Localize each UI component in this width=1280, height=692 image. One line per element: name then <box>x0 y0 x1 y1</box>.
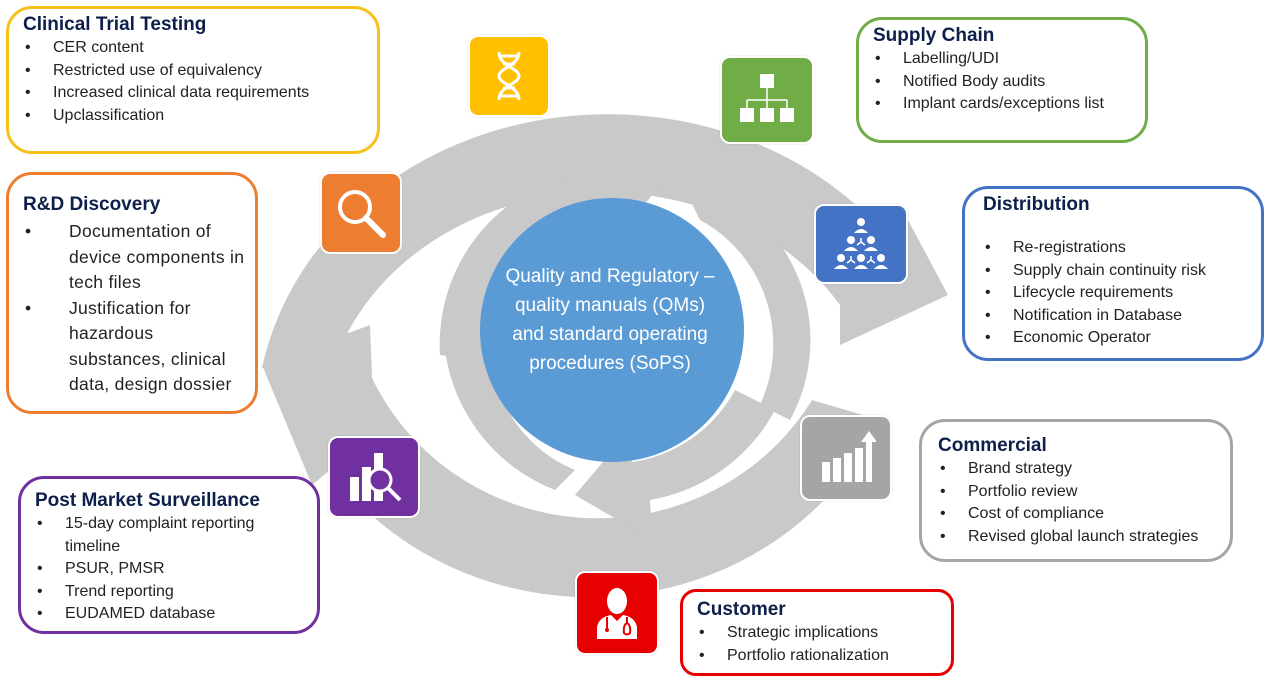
list-item: EUDAMED database <box>35 603 307 626</box>
list-item: Brand strategy <box>938 458 1220 481</box>
supply-chain-icon-tile <box>720 56 814 144</box>
list-item: Revised global launch strategies <box>938 526 1220 549</box>
commercial-box: Commercial Brand strategy Portfolio revi… <box>919 419 1233 562</box>
inner-cycle-arrows <box>439 125 811 540</box>
post-market-surveillance-list: 15-day complaint reporting timeline PSUR… <box>35 513 307 626</box>
supply-chain-list: Labelling/UDI Notified Body audits Impla… <box>873 48 1135 116</box>
commercial-list: Brand strategy Portfolio review Cost of … <box>938 458 1220 548</box>
list-item: Labelling/UDI <box>873 48 1135 71</box>
list-item: PSUR, PMSR <box>35 558 307 581</box>
list-item: Increased clinical data requirements <box>23 82 367 105</box>
list-item: Cost of compliance <box>938 503 1220 526</box>
rnd-discovery-title: R&D Discovery <box>23 194 161 215</box>
list-item: CER content <box>23 37 367 60</box>
post-market-surveillance-title: Post Market Surveillance <box>35 490 260 511</box>
list-item: Restricted use of equivalency <box>23 60 367 83</box>
commercial-icon-tile <box>800 415 892 501</box>
outer-arrow-top <box>262 114 948 370</box>
growth-chart-icon <box>822 431 876 482</box>
list-item: Documentation of device components in te… <box>23 219 245 296</box>
list-item: Portfolio review <box>938 481 1220 504</box>
org-chart-icon <box>740 74 794 122</box>
list-item: Implant cards/exceptions list <box>873 93 1135 116</box>
commercial-title: Commercial <box>938 435 1047 456</box>
people-network-icon <box>834 218 888 269</box>
list-item: Upclassification <box>23 105 367 128</box>
list-item: Lifecycle requirements <box>983 282 1251 305</box>
distribution-title: Distribution <box>983 194 1090 215</box>
distribution-list: Re-registrations Supply chain continuity… <box>983 237 1251 350</box>
center-label: Quality and Regulatory – quality manuals… <box>505 266 715 374</box>
list-item: Re-registrations <box>983 237 1251 260</box>
list-item: Notification in Database <box>983 305 1251 328</box>
supply-chain-title: Supply Chain <box>873 25 995 46</box>
list-item: Portfolio rationalization <box>697 645 941 668</box>
list-item: Notified Body audits <box>873 71 1135 94</box>
outer-arrow-bottom <box>262 325 880 598</box>
inner-arrow-right <box>690 190 811 420</box>
customer-icon-tile <box>575 571 659 655</box>
list-item: Economic Operator <box>983 327 1251 350</box>
clinical-trial-testing-title: Clinical Trial Testing <box>23 14 207 35</box>
customer-title: Customer <box>697 599 786 620</box>
list-item: Strategic implications <box>697 622 941 645</box>
list-item: Supply chain continuity risk <box>983 260 1251 283</box>
customer-list: Strategic implications Portfolio rationa… <box>697 622 941 667</box>
clinical-trial-testing-list: CER content Restricted use of equivalenc… <box>23 37 367 127</box>
doctor-icon <box>597 588 637 639</box>
clinical-trial-testing-box: Clinical Trial Testing CER content Restr… <box>6 6 380 154</box>
distribution-icon-tile <box>814 204 908 284</box>
pms-icon-tile <box>328 436 420 518</box>
rnd-discovery-list: Documentation of device components in te… <box>23 219 245 398</box>
center-circle <box>480 198 744 462</box>
rnd-discovery-box: R&D Discovery Documentation of device co… <box>6 172 258 414</box>
dna-icon <box>497 51 521 101</box>
outer-cycle-arrows <box>262 114 948 598</box>
chart-search-icon <box>350 453 402 502</box>
inner-arrow-left <box>445 350 575 490</box>
post-market-surveillance-box: Post Market Surveillance 15-day complain… <box>18 476 320 634</box>
inner-arrow-bottom <box>575 390 775 540</box>
list-item: Trend reporting <box>35 581 307 604</box>
distribution-box: Distribution Re-registrations Supply cha… <box>962 186 1264 361</box>
rnd-icon-tile <box>320 172 402 254</box>
inner-arrow-top <box>439 125 665 360</box>
customer-box: Customer Strategic implications Portfoli… <box>680 589 954 676</box>
magnifier-icon <box>338 190 386 238</box>
list-item: 15-day complaint reporting timeline <box>35 513 307 558</box>
supply-chain-box: Supply Chain Labelling/UDI Notified Body… <box>856 17 1148 143</box>
list-item: Justification for hazardous substances, … <box>23 296 245 398</box>
clinical-icon-tile <box>468 35 550 117</box>
